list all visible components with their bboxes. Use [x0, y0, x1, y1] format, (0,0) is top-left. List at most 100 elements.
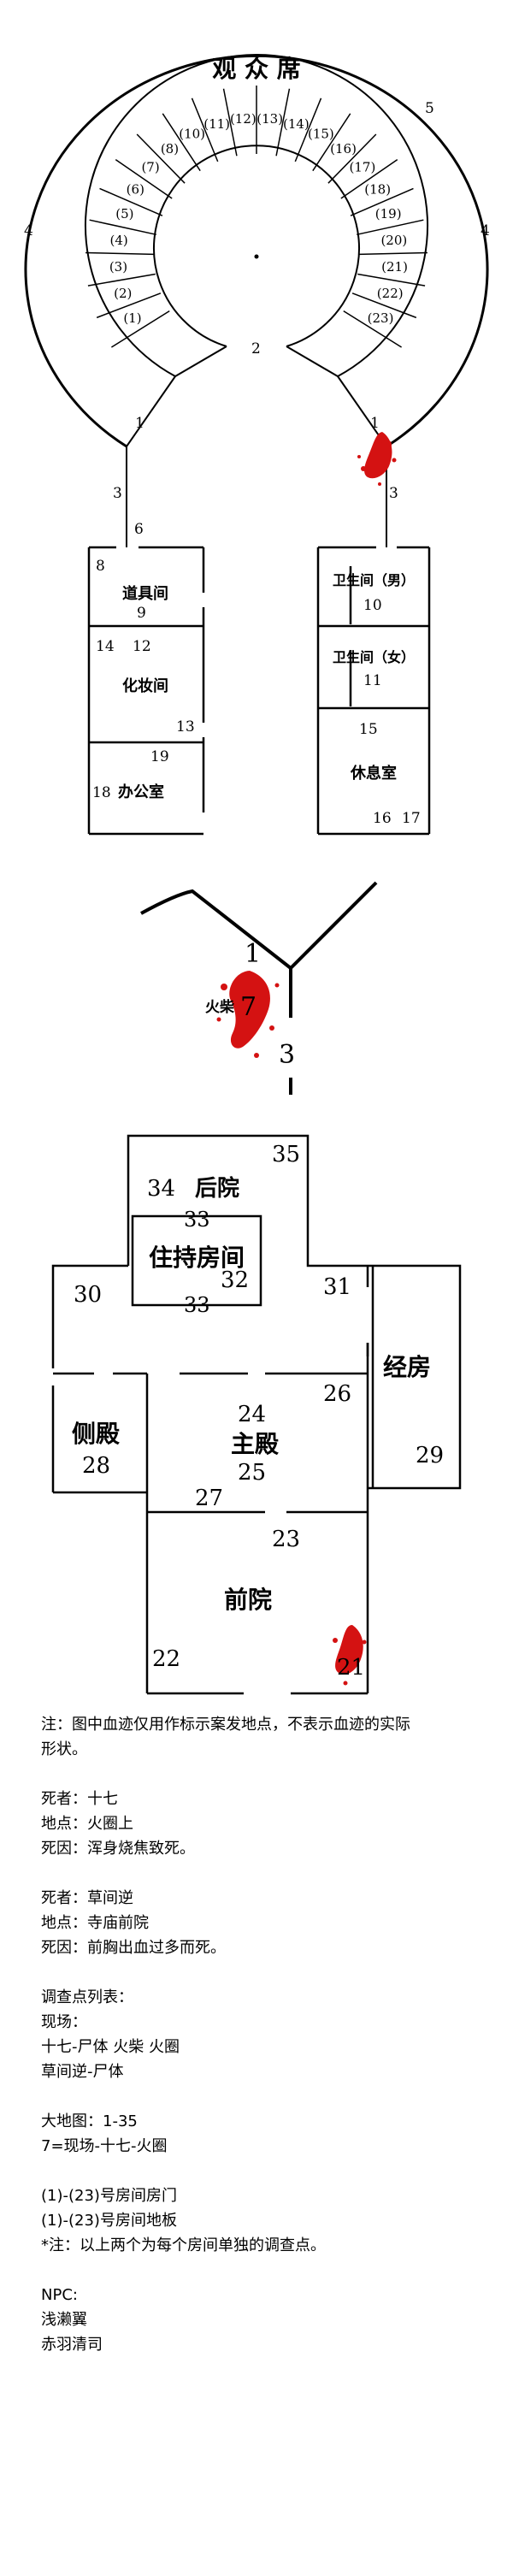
seat-label: (4)	[110, 233, 128, 248]
detail-arc-right	[289, 881, 378, 970]
seat-label: (5)	[115, 206, 133, 222]
backyard-name: 后院	[195, 1175, 239, 1202]
seat-label: (8)	[161, 141, 179, 157]
npc-title: NPC:	[41, 2286, 78, 2304]
npc-name: 赤羽清司	[41, 2336, 103, 2354]
seat-divider	[191, 97, 219, 162]
props-room-num-8: 8	[96, 558, 105, 575]
outer-ring	[24, 54, 489, 448]
point-4-right: 4	[481, 222, 490, 239]
seat-divider	[99, 187, 163, 216]
num-25: 25	[238, 1460, 266, 1486]
seat-label: (10)	[179, 127, 205, 142]
seat-dividers	[86, 86, 428, 348]
main-hall-name: 主殿	[231, 1430, 279, 1458]
stage-circle	[153, 145, 360, 347]
lounge-num-15: 15	[359, 721, 378, 738]
seat-divider	[340, 158, 398, 199]
seat-label: (22)	[377, 286, 404, 301]
office-num-18: 18	[92, 784, 111, 801]
num-34: 34	[147, 1176, 175, 1202]
lounge-num-17: 17	[402, 810, 421, 827]
seat-label: (12)	[230, 111, 256, 127]
left-building	[87, 546, 205, 836]
note-line: 注：图中血迹仅用作标示案发地点，不表示血迹的实际	[41, 1716, 410, 1734]
investigation-item: 十七-尸体 火柴 火圈	[41, 2038, 180, 2056]
num-24: 24	[238, 1402, 266, 1427]
victim2-cause: 死因：前胸出血过多而死。	[41, 1939, 226, 1957]
point-1-right: 1	[370, 415, 380, 432]
wc-female-name: 卫生间（女）	[333, 649, 415, 665]
investigation-title: 调查点列表：	[41, 1988, 133, 2006]
office-name: 办公室	[118, 783, 164, 801]
seat-label: (7)	[141, 160, 159, 175]
lounge-num-16: 16	[373, 810, 392, 827]
office-num-19: 19	[150, 748, 169, 765]
seat-label: (13)	[256, 111, 283, 127]
seat-label: (17)	[350, 160, 376, 175]
num-22: 22	[152, 1646, 180, 1672]
inner-ring	[85, 54, 428, 377]
seat-divider	[312, 113, 351, 172]
num-28: 28	[82, 1453, 110, 1479]
seat-divider	[350, 187, 414, 216]
num-30: 30	[74, 1282, 102, 1308]
bigmap-line: 大地图：1-35	[41, 2112, 138, 2130]
point-3-left: 3	[113, 485, 122, 502]
seat-divider	[357, 273, 426, 287]
num-31: 31	[323, 1274, 351, 1300]
victim2-name: 死者：草间逆	[41, 1889, 133, 1907]
seat-divider	[327, 133, 377, 184]
seat-label: (1)	[123, 310, 141, 326]
theater-map: (1)(2)(3)(4)(5)(6)(7)(8)(10)(11)(12)(13)…	[24, 54, 490, 836]
seat-label: (6)	[127, 181, 144, 197]
wc-male-num-10: 10	[363, 597, 382, 614]
seat-label: (16)	[330, 141, 357, 157]
seat-divider	[96, 292, 162, 319]
investigation-item: 草间逆-尸体	[41, 2063, 124, 2081]
seat-divider	[89, 219, 156, 236]
seat-divider	[115, 158, 173, 199]
room-line: (1)-(23)号房间房门	[41, 2187, 177, 2205]
num-33-top: 33	[184, 1208, 210, 1232]
stage-center	[254, 254, 259, 259]
seat-divider	[222, 88, 238, 157]
seat-label: (3)	[109, 259, 127, 275]
room-line: (1)-(23)号房间地板	[41, 2212, 177, 2230]
seat-divider	[357, 219, 424, 236]
wc-male-name: 卫生间（男）	[333, 572, 415, 588]
victim1-name: 死者：十七	[41, 1790, 118, 1808]
wc-female-num-11: 11	[363, 672, 382, 689]
point-6: 6	[134, 521, 144, 538]
seat-divider	[343, 310, 403, 348]
victim1-cause: 死因：浑身烧焦致死。	[41, 1840, 195, 1858]
point-3-right: 3	[389, 485, 398, 502]
props-room-num-9: 9	[137, 605, 146, 622]
blood-mark-theater	[357, 432, 397, 486]
seat-label: (2)	[114, 286, 132, 301]
side-hall-name: 侧殿	[72, 1420, 120, 1448]
seat-labels: (1)(2)(3)(4)(5)(6)(7)(8)(10)(11)(12)(13)…	[109, 111, 408, 326]
room-line: *注：以上两个为每个房间单独的调查点。	[41, 2236, 326, 2254]
seat-label: (20)	[380, 233, 407, 248]
seat-label: (14)	[283, 116, 310, 132]
num-35: 35	[272, 1142, 300, 1167]
auditorium-title: 观 众 席	[212, 55, 301, 83]
detail-point-3: 3	[279, 1040, 295, 1070]
num-32: 32	[221, 1267, 249, 1293]
seat-label: (19)	[375, 206, 402, 222]
seat-divider	[294, 97, 322, 162]
investigation-scene: 现场：	[41, 2013, 87, 2031]
makeup-room-name: 化妆间	[122, 676, 168, 695]
detail-point-1: 1	[245, 939, 261, 969]
num-27: 27	[195, 1486, 223, 1511]
num-29: 29	[416, 1443, 444, 1468]
leg-left	[126, 375, 176, 447]
bigmap-line: 7=现场-十七-火圈	[41, 2137, 168, 2155]
point-5: 5	[425, 100, 434, 117]
point-1-left: 1	[135, 415, 144, 432]
inner-ring-end-right	[286, 346, 339, 377]
blood-mark-temple	[333, 1625, 367, 1686]
victim1-location: 地点：火圈上	[41, 1815, 133, 1833]
seat-divider	[87, 273, 156, 287]
